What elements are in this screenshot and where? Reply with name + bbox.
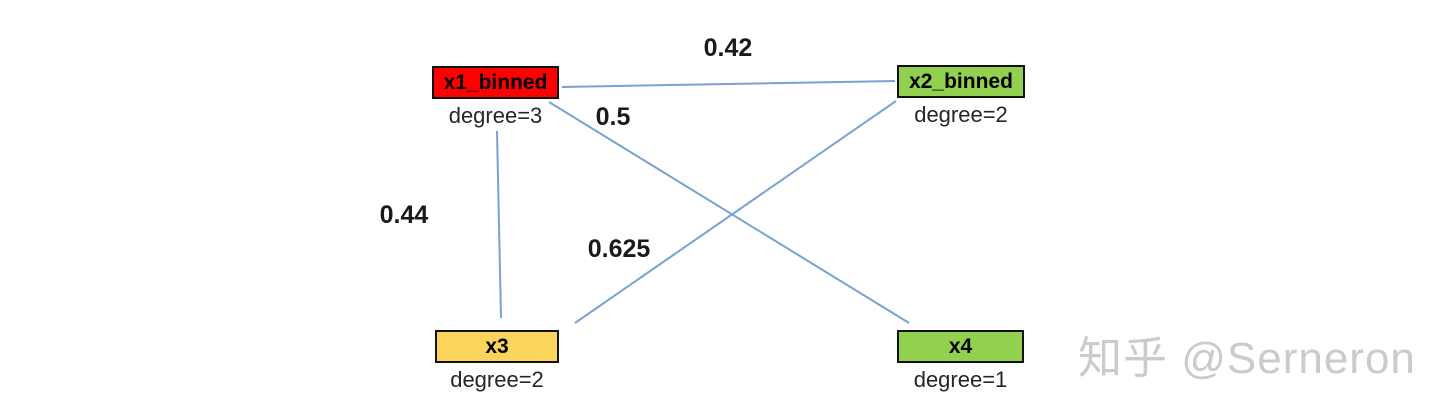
node-x2_binned: x2_binned degree=2 bbox=[897, 65, 1025, 128]
edge-weight-x1-x2: 0.42 bbox=[703, 34, 753, 62]
node-x2_binned-degree: degree=2 bbox=[914, 102, 1008, 127]
node-x3-box: x3 bbox=[435, 330, 559, 363]
edge-weight-x1-x4: 0.5 bbox=[595, 103, 631, 131]
node-x4-box: x4 bbox=[897, 330, 1024, 363]
edge-x1_binned-x3 bbox=[496, 130, 502, 319]
edge-weight-x2-x3: 0.625 bbox=[587, 235, 651, 263]
node-x1_binned-box: x1_binned bbox=[432, 66, 559, 99]
edge-x1_binned-x2_binned bbox=[561, 80, 896, 88]
node-x4-degree: degree=1 bbox=[913, 367, 1008, 392]
node-x2_binned-box: x2_binned bbox=[897, 65, 1025, 98]
node-x3-degree: degree=2 bbox=[450, 367, 544, 392]
edge-x2_binned-x3 bbox=[574, 100, 897, 324]
node-x4: x4 degree=1 bbox=[897, 330, 1024, 393]
node-x1_binned-degree: degree=3 bbox=[448, 103, 543, 128]
edge-weight-x1-x3: 0.44 bbox=[379, 201, 429, 229]
zhihu-watermark: 知乎 @Serneron bbox=[1078, 334, 1416, 383]
edge-x1_binned-x4 bbox=[548, 101, 910, 324]
node-x3: x3 degree=2 bbox=[435, 330, 559, 393]
node-x1_binned: x1_binned degree=3 bbox=[432, 66, 559, 129]
